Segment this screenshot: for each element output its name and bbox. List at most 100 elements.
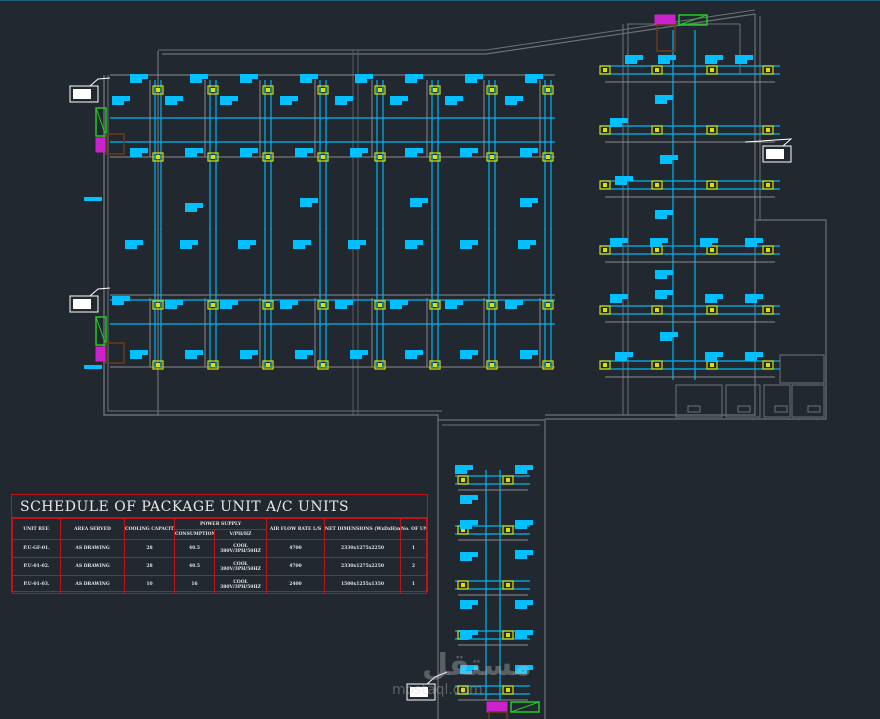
diffuser-center	[766, 248, 770, 252]
unit-frame	[488, 711, 508, 719]
power-mode: COOL	[233, 579, 248, 585]
duct-tag	[735, 60, 747, 64]
diffuser-center	[603, 128, 607, 132]
duct-tag	[515, 605, 527, 609]
duct-tag	[745, 243, 757, 247]
cell-dimensions: 1500x1255x1350	[324, 575, 401, 594]
callout-box	[69, 85, 99, 103]
diffuser-center	[266, 88, 270, 92]
watermark: مستقل mostaql.com	[392, 650, 532, 699]
diffuser-icon	[317, 360, 329, 370]
diffuser-icon	[651, 305, 663, 315]
diffuser-icon	[374, 85, 386, 95]
duct-tag	[165, 305, 177, 309]
diffuser-center	[506, 583, 510, 587]
diffuser-icon	[429, 152, 441, 162]
duct-tag	[130, 355, 142, 359]
duct-tag	[295, 350, 313, 355]
fan-icon	[95, 346, 107, 362]
diffuser-icon	[152, 300, 164, 310]
header-area-served: AREA SERVED	[60, 518, 125, 540]
diffuser-icon	[502, 685, 514, 695]
service-room	[763, 384, 791, 418]
duct-tag	[745, 352, 763, 357]
duct-tag	[460, 245, 472, 249]
duct-tag	[460, 153, 472, 157]
duct-tag	[745, 357, 757, 361]
diffuser-icon	[599, 125, 611, 135]
diffuser-icon	[762, 180, 774, 190]
diffuser-center	[490, 303, 494, 307]
header-units: No. OF UNITS	[400, 518, 427, 540]
duct-tag	[658, 60, 670, 64]
diffuser-center	[766, 308, 770, 312]
diffuser-center	[211, 155, 215, 159]
duct-tag	[410, 203, 422, 207]
diffuser-icon	[651, 360, 663, 370]
callout-leader	[744, 138, 793, 147]
duct-tag	[520, 148, 538, 153]
cell-area-served: AS DRAWING	[60, 557, 125, 576]
duct-tag	[165, 96, 183, 101]
duct-tag	[518, 245, 530, 249]
diffuser-center	[603, 248, 607, 252]
diffuser-center	[655, 363, 659, 367]
duct-tag	[185, 153, 197, 157]
unit-frame	[105, 133, 125, 155]
duct-tag	[460, 148, 478, 153]
duct-tag	[465, 79, 477, 83]
header-cooling-capacity: COOLING CAPACITY (TR)	[124, 518, 175, 540]
duct-tag	[465, 74, 483, 79]
diffuser-center	[603, 308, 607, 312]
diffuser-icon	[706, 180, 718, 190]
duct-tag	[240, 355, 252, 359]
diffuser-icon	[502, 525, 514, 535]
service-rooms	[675, 354, 825, 418]
cell-dimensions: 2330x1275x2250	[324, 539, 401, 558]
wall-left-inner	[107, 75, 442, 412]
diffuser-icon	[207, 360, 219, 370]
duct-tag	[655, 290, 673, 295]
diffuser-center	[655, 68, 659, 72]
duct-tag	[350, 153, 362, 157]
diffuser-center	[506, 633, 510, 637]
diffuser-center	[461, 583, 465, 587]
power-mode: COOL	[233, 561, 248, 567]
diffuser-center	[603, 363, 607, 367]
diffuser-center	[378, 88, 382, 92]
diffuser-center	[156, 155, 160, 159]
cell-consumption: 16	[174, 575, 215, 594]
diffuser-icon	[429, 360, 441, 370]
duct-tag	[515, 555, 527, 559]
duct-tag	[515, 465, 533, 470]
diffuser-icon	[152, 85, 164, 95]
diffuser-center	[766, 363, 770, 367]
cell-units: 1	[400, 575, 427, 594]
duct-tag	[525, 79, 537, 83]
diffuser-center	[710, 248, 714, 252]
duct-tag	[185, 355, 197, 359]
diffuser-icon	[152, 360, 164, 370]
duct-tag	[460, 240, 478, 245]
duct-tag	[460, 635, 472, 639]
diffuser-center	[655, 183, 659, 187]
duct-tag	[125, 240, 143, 245]
diffuser-center	[655, 128, 659, 132]
unit-frame	[656, 24, 676, 52]
duct-tag	[520, 203, 532, 207]
duct-tag	[240, 350, 258, 355]
duct-tag	[460, 665, 478, 670]
diffuser-center	[490, 88, 494, 92]
diffuser-center	[506, 688, 510, 692]
duct-tag	[112, 96, 130, 101]
duct-tag	[190, 79, 202, 83]
duct-tag	[505, 96, 523, 101]
duct-tag	[300, 203, 312, 207]
diffuser-icon	[542, 360, 554, 370]
diffuser-icon	[542, 85, 554, 95]
diffuser-center	[490, 155, 494, 159]
duct-tag	[505, 101, 517, 105]
duct-tag	[405, 245, 417, 249]
